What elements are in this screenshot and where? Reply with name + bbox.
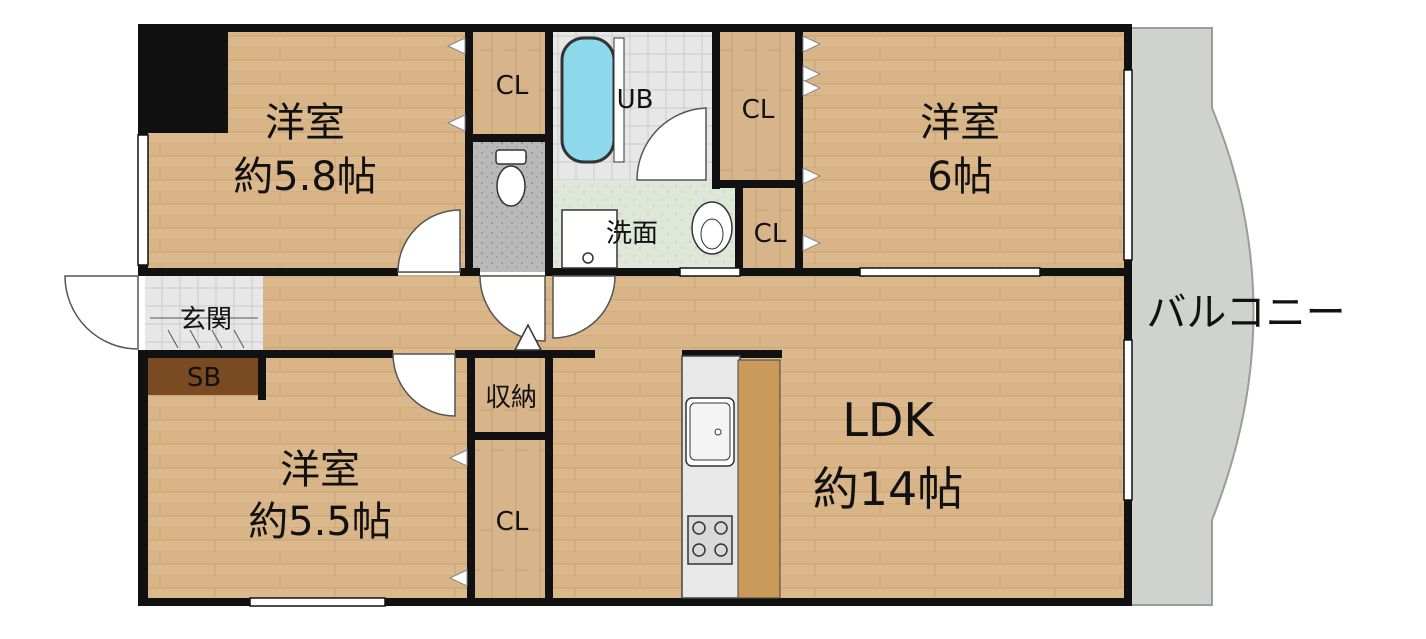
closet-1	[470, 28, 550, 138]
counter-top	[737, 359, 781, 599]
kitchen-sink-icon	[685, 397, 735, 467]
closet-1-label: CL	[496, 71, 529, 101]
closet-doors	[446, 35, 822, 587]
storage-floor	[473, 357, 550, 437]
washroom-label: 洗面	[606, 219, 658, 249]
door-swings	[64, 107, 707, 417]
closet-3-label: CL	[754, 219, 787, 249]
entrance-shelf-icon	[150, 317, 258, 349]
shoe-box-label: SB	[187, 363, 221, 393]
bedroom-nw-size: 約5.8帖	[233, 154, 377, 200]
washbasin-icon	[691, 201, 733, 255]
structural-pillar	[138, 28, 228, 133]
closet-2	[720, 28, 798, 186]
closet-3	[740, 190, 798, 270]
bedroom-nw-name: 洋室	[265, 100, 345, 146]
bedroom-ne-size: 6帖	[927, 154, 992, 200]
washing-machine-pan-icon	[561, 209, 618, 269]
entrance-floor	[145, 275, 263, 355]
bedroom-sw-size: 約5.5帖	[248, 499, 392, 545]
windows	[137, 69, 1133, 607]
entrance-label: 玄関	[180, 305, 232, 335]
shoe-box	[145, 358, 263, 395]
closet-4-label: CL	[496, 507, 529, 537]
bedroom-ne-name: 洋室	[920, 100, 1000, 146]
bathtub-rim	[613, 37, 625, 163]
unit-bath-label: UB	[617, 85, 654, 115]
bedroom-sw-name: 洋室	[280, 447, 360, 493]
stove-icon	[687, 515, 733, 565]
closet-4	[473, 440, 550, 605]
storage-door-icon	[513, 323, 543, 351]
ldk-floor	[550, 275, 1130, 605]
bathtub-icon	[560, 36, 616, 164]
walls	[138, 24, 1132, 606]
balcony-label: バルコニー	[1146, 290, 1345, 336]
balcony-area	[1129, 27, 1255, 606]
ldk-name: LDK	[842, 393, 935, 447]
storage-label: 収納	[485, 383, 537, 413]
toilet-icon	[495, 149, 527, 207]
closet-2-label: CL	[742, 95, 775, 125]
ldk-size: 約14帖	[813, 462, 964, 516]
